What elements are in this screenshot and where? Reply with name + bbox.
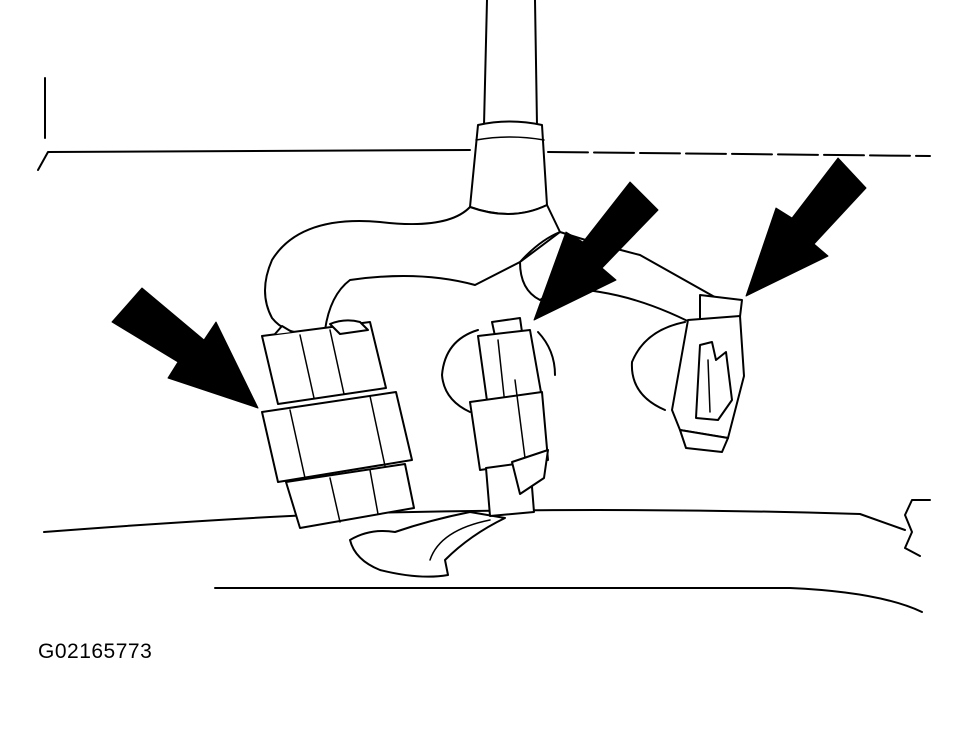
connector-left: [261, 319, 415, 529]
mounting-discs: [441, 321, 686, 413]
trim-panel-outline: [37, 77, 931, 171]
connector-middle: [469, 317, 549, 517]
arrow-middle: [533, 181, 659, 321]
arrow-left: [111, 287, 259, 409]
arrow-right: [745, 157, 867, 297]
lower-bracket: [43, 499, 931, 613]
connector-right: [671, 294, 745, 453]
figure-code: G02165773: [38, 640, 153, 663]
